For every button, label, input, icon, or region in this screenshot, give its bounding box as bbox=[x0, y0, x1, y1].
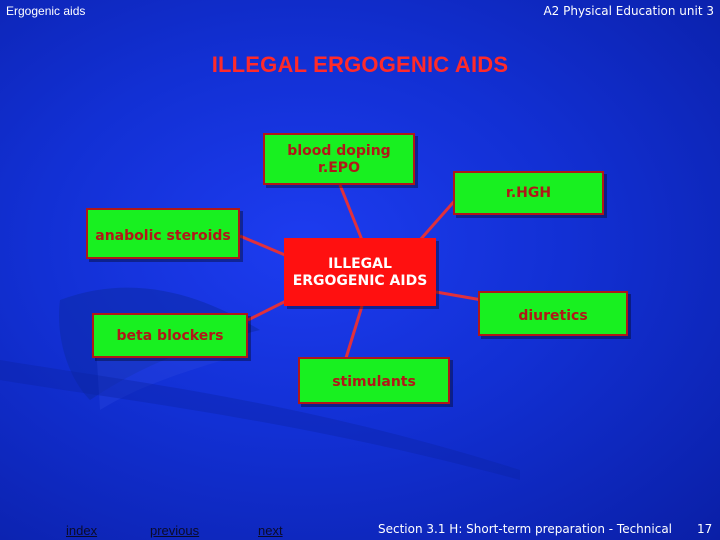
section-caption: Section 3.1 H: Short-term preparation - … bbox=[378, 522, 672, 536]
node-stimulants-label: stimulants bbox=[332, 374, 416, 390]
index-link[interactable]: index bbox=[66, 523, 98, 538]
node-blood-doping-line2: r.EPO bbox=[318, 160, 360, 176]
connector-beta-blockers bbox=[247, 298, 289, 322]
center-line1: ILLEGAL bbox=[328, 256, 392, 272]
node-center-illegal-ergogenic-aids: ILLEGAL ERGOGENIC AIDS bbox=[284, 238, 436, 306]
node-diuretics: diuretics bbox=[478, 291, 628, 336]
header-topic: Ergogenic aids bbox=[6, 4, 86, 18]
connector-blood-doping bbox=[338, 184, 364, 241]
node-diuretics-label: diuretics bbox=[518, 308, 588, 324]
connector-anabolic-steroids bbox=[239, 234, 286, 257]
connector-stimulants bbox=[344, 305, 364, 359]
node-stimulants: stimulants bbox=[298, 357, 450, 404]
node-anabolic-steroids-label: anabolic steroids bbox=[95, 228, 231, 244]
node-rhgh-label: r.HGH bbox=[505, 185, 552, 201]
next-link[interactable]: next bbox=[258, 523, 283, 538]
center-line2: ERGOGENIC AIDS bbox=[292, 273, 428, 289]
node-rhgh: r.HGH bbox=[453, 171, 604, 215]
page-title: ILLEGAL ERGOGENIC AIDS bbox=[211, 52, 509, 77]
node-anabolic-steroids: anabolic steroids bbox=[86, 208, 240, 259]
node-beta-blockers-label: beta blockers bbox=[116, 328, 224, 344]
node-blood-doping-line1: blood doping bbox=[287, 143, 391, 159]
header-course: A2 Physical Education unit 3 bbox=[543, 4, 714, 18]
previous-link[interactable]: previous bbox=[150, 523, 200, 538]
node-beta-blockers: beta blockers bbox=[92, 313, 248, 358]
connector-diuretics bbox=[435, 290, 483, 302]
node-blood-doping: blood doping r.EPO bbox=[263, 133, 415, 185]
connector-rhgh bbox=[418, 196, 460, 241]
page-number: 17 bbox=[697, 522, 713, 536]
